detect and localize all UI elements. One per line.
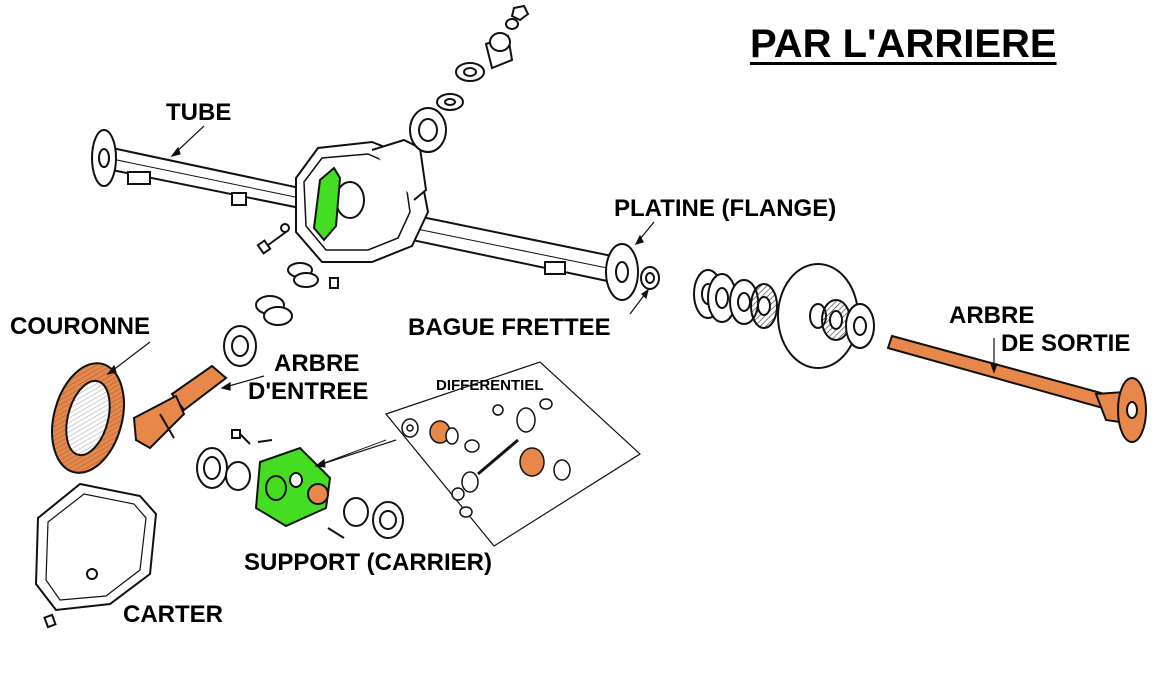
- axle-housing: [91, 129, 639, 301]
- label-arbre-sortie-line1: ARBRE: [949, 302, 1035, 329]
- brake-hub-parts: [693, 263, 875, 369]
- label-carter: CARTER: [123, 601, 223, 628]
- label-tube: TUBE: [166, 99, 232, 126]
- carrier-assembly: [196, 429, 404, 539]
- label-couronne: COURONNE: [10, 313, 151, 340]
- differential-panel: [315, 361, 641, 547]
- label-arbre-entree-line2: D'ENTREE: [248, 378, 369, 405]
- output-shaft: [886, 334, 1147, 443]
- label-arbre-entree-line1: ARBRE: [274, 350, 360, 377]
- pinion-stack-top: [409, 4, 530, 153]
- label-differentiel: DIFFERENTIEL: [436, 377, 544, 394]
- leader-lines: [106, 125, 998, 468]
- differential-outline: [384, 361, 641, 547]
- pinion-stack-lower: [223, 262, 319, 367]
- cover: [34, 482, 158, 629]
- label-support-carrier: SUPPORT (CARRIER): [244, 549, 493, 576]
- press-fit-ring: [640, 266, 660, 290]
- diagram-title: PAR L'ARRIERE: [750, 22, 1057, 66]
- green-bearing-cap: [312, 166, 342, 242]
- label-bague-frettee: BAGUE FRETTEE: [408, 314, 611, 341]
- input-shaft: [132, 364, 228, 450]
- label-arbre-sortie-line2: DE SORTIE: [1001, 330, 1131, 357]
- label-platine: PLATINE (FLANGE): [614, 195, 837, 222]
- ring-gear: [51, 362, 125, 474]
